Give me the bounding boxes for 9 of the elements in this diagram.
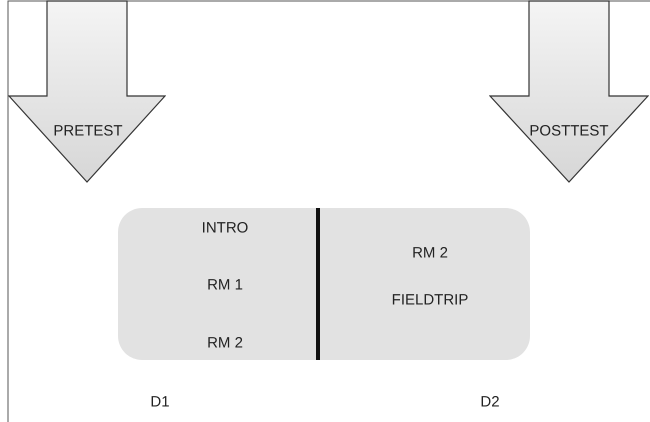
- arrow-label: PRETEST: [53, 122, 123, 140]
- day-label: D1: [150, 394, 170, 410]
- arrow-label: POSTTEST: [529, 122, 609, 140]
- session-label: RM 2: [412, 244, 448, 262]
- session-label: INTRO: [202, 220, 248, 236]
- day-label: D2: [480, 394, 500, 410]
- session-label: FIELDTRIP: [392, 292, 468, 308]
- session-label: RM 1: [207, 276, 243, 294]
- session-label: RM 2: [207, 334, 243, 352]
